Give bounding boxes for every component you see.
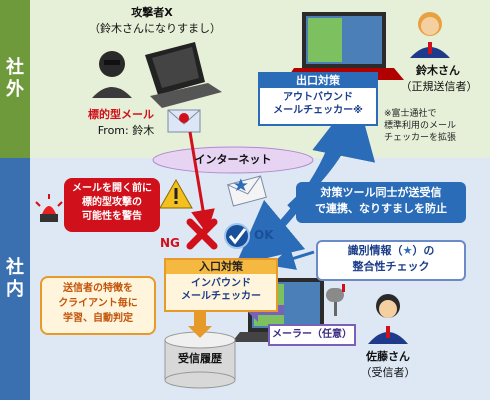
- warning-line1: メールを開く前に: [72, 183, 152, 194]
- targeted-mail-label: 標的型メール: [88, 108, 154, 121]
- attacker-subtitle: （鈴木さんになりすまし）: [89, 22, 221, 35]
- history-database-icon: [164, 331, 236, 389]
- warning-line2: 標的型攻撃の: [82, 197, 142, 208]
- warning-callout: メールを開く前に 標的型攻撃の 可能性を警告: [64, 178, 160, 232]
- inbound-header: 入口対策: [166, 260, 276, 274]
- integrity-line1b: ）の: [412, 244, 435, 257]
- attacker-name: 攻撃者X: [131, 6, 173, 19]
- integrity-line1a: 識別情報（: [347, 244, 403, 257]
- warning-light-icon: [35, 194, 63, 222]
- mailbox-icon: [326, 284, 345, 316]
- star-icon: ★: [402, 244, 413, 257]
- sato-name: 佐藤さん: [366, 350, 410, 363]
- outbound-line2: メールチェッカー※: [273, 105, 363, 116]
- history-label: 受信履歴: [178, 352, 222, 365]
- ok-check-icon: [224, 223, 250, 249]
- attacker-laptop-icon: [145, 42, 222, 108]
- cooperation-line1: 対策ツール同士が送受信: [320, 186, 442, 199]
- warning-line3: 可能性を警告: [82, 211, 142, 222]
- outside-zone-label: 社外: [0, 0, 30, 158]
- ng-x-icon: [186, 218, 218, 250]
- learning-line2: クライアント毎に: [58, 298, 138, 309]
- warning-triangle-icon: [159, 178, 193, 209]
- suzuki-person-icon: [410, 12, 450, 58]
- mailer-box: メーラー（任意）: [268, 324, 356, 346]
- note-line3: チェッカーを拡張: [384, 133, 457, 143]
- internet-label: インターネット: [194, 153, 272, 166]
- ng-label: NG: [160, 236, 180, 250]
- note-line1: ※富士通社で: [384, 109, 437, 119]
- sato-person-icon: [368, 294, 408, 344]
- ok-label: OK: [254, 228, 274, 242]
- outbound-header: 出口対策: [260, 74, 376, 88]
- cooperation-callout: 対策ツール同士が送受信 で連携、なりすましを防止: [296, 182, 466, 223]
- suzuki-laptop-icon: [286, 12, 404, 80]
- suzuki-role: （正規送信者）: [400, 80, 478, 93]
- attacker-icon: [92, 51, 132, 98]
- outbound-checker-box: 出口対策 アウトバウンド メールチェッカー※: [258, 72, 378, 126]
- learning-line1: 送信者の特徴を: [63, 283, 133, 294]
- integrity-line2: 整合性チェック: [352, 260, 430, 273]
- outbound-line1: アウトバウンド: [283, 92, 353, 103]
- legit-mail-icon: [227, 175, 267, 207]
- integrity-pointer-arrow: [270, 246, 315, 270]
- integrity-line1: 識別情報（★）の: [318, 243, 464, 259]
- extension-note: ※富士通社で 標準利用のメール チェッカーを拡張: [384, 108, 488, 144]
- attack-arrow: [188, 131, 215, 234]
- learning-line3: 学習、自動判定: [63, 313, 133, 324]
- outside-zone: [0, 0, 490, 158]
- from-label: From: 鈴木: [97, 124, 155, 137]
- cooperation-line2: で連携、なりすましを防止: [315, 202, 447, 215]
- inbound-checker-box: 入口対策 インバウンド メールチェッカー: [164, 258, 278, 312]
- learning-callout: 送信者の特徴を クライアント毎に 学習、自動判定: [40, 276, 156, 335]
- sato-role: （受信者）: [360, 366, 416, 379]
- inbound-line1: インバウンド: [191, 278, 251, 289]
- integrity-callout: 識別情報（★）の 整合性チェック: [316, 240, 466, 281]
- malicious-mail-icon: [167, 109, 201, 133]
- note-line2: 標準利用のメール: [384, 121, 457, 131]
- suzuki-name: 鈴木さん: [416, 64, 460, 77]
- inside-zone-label: 社内: [0, 158, 30, 400]
- inbound-line2: メールチェッカー: [181, 291, 261, 302]
